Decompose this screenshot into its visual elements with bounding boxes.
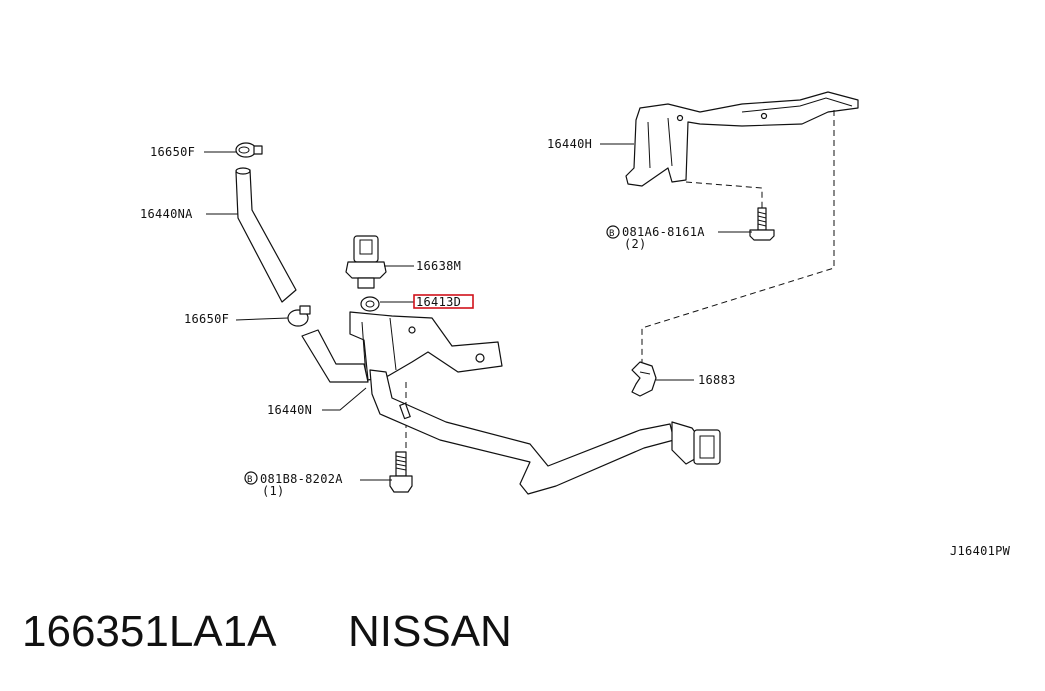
seal-washer	[360, 296, 380, 312]
label-hose-upper: 16440NA	[140, 207, 193, 221]
bolt-upper-mark	[606, 225, 620, 239]
label-sensor: 16638M	[416, 259, 461, 273]
bolt-lower-mark	[244, 471, 258, 485]
hose-upper	[235, 167, 297, 303]
label-clamp-top: 16650F	[150, 145, 195, 159]
leader-hose-main	[322, 387, 367, 411]
clamp-lower	[287, 305, 311, 327]
leader-clamp-lower	[235, 317, 289, 321]
label-bolt-lower: 081B8-8202A	[260, 472, 343, 486]
highlight-box	[413, 294, 474, 309]
part-number: 166351LA1A	[22, 607, 277, 656]
bolt-lower-mark-letter: B	[247, 475, 252, 485]
diagram-reference-code: J16401PW	[950, 544, 1011, 558]
clip	[631, 361, 657, 397]
clamp-top	[235, 142, 263, 158]
label-clip: 16883	[698, 373, 736, 387]
bolt-upper	[749, 207, 775, 241]
bolt-upper-mark-letter: B	[609, 229, 614, 239]
label-hose-main: 16440N	[267, 403, 312, 417]
label-bolt-upper-qty: (2)	[624, 237, 647, 251]
connector-end	[671, 421, 721, 465]
ref-line-bracket-bolt	[685, 181, 763, 208]
brand-name: NISSAN	[348, 607, 512, 656]
label-bolt-upper: 081A6-8161A	[622, 225, 705, 239]
label-clamp-lower: 16650F	[184, 312, 229, 326]
bracket-upper	[625, 91, 859, 187]
pressure-sensor	[345, 235, 387, 289]
hose-main	[301, 329, 675, 495]
label-seal: 16413D	[416, 295, 461, 309]
label-bolt-lower-qty: (1)	[262, 484, 285, 498]
label-bracket: 16440H	[547, 137, 592, 151]
bolt-lower	[389, 451, 413, 493]
